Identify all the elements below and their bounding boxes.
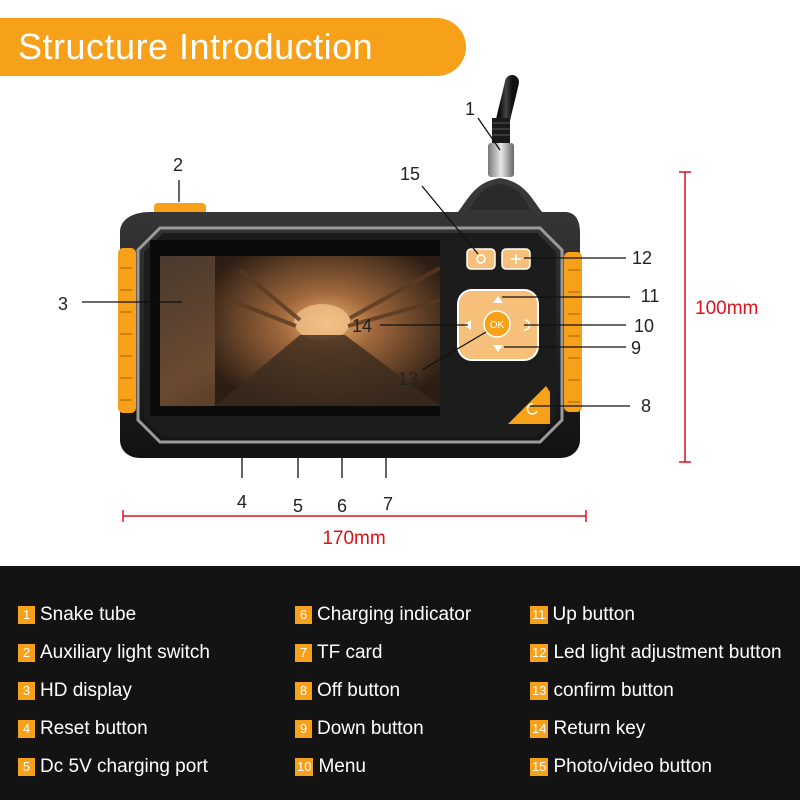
- legend-badge: 12: [530, 644, 549, 662]
- legend-column-1: 1 Snake tube 2 Auxiliary light switch 3 HD …: [18, 596, 210, 786]
- legend-label: Return key: [553, 718, 646, 739]
- legend-item: 7 TF card: [295, 634, 471, 672]
- callout-6: 6: [337, 496, 347, 516]
- up-button-arrow[interactable]: [493, 296, 503, 303]
- legend-label: Off button: [317, 680, 401, 701]
- legend-badge: 8: [295, 682, 312, 700]
- callout-15: 15: [400, 164, 420, 184]
- callout-12: 12: [632, 248, 652, 268]
- legend-item: 3 HD display: [18, 672, 210, 710]
- legend-item: 9 Down button: [295, 710, 471, 748]
- legend-badge: 4: [18, 720, 35, 738]
- callout-9: 9: [631, 338, 641, 358]
- callout-4: 4: [237, 492, 247, 512]
- legend-badge: 1: [18, 606, 35, 624]
- legend-badge: 6: [295, 606, 312, 624]
- callout-5: 5: [293, 496, 303, 516]
- down-button-arrow[interactable]: [493, 345, 503, 352]
- ok-button[interactable]: [483, 310, 511, 338]
- callout-2: 2: [173, 155, 183, 175]
- camera-icon: [476, 254, 486, 264]
- legend-column-2: 6 Charging indicator 7 TF card 8 Off button…: [295, 596, 471, 786]
- legend-label: Led light adjustment button: [553, 642, 782, 663]
- legend-label: Menu: [318, 756, 366, 777]
- callout-14: 14: [352, 316, 372, 336]
- legend-badge: 14: [530, 720, 549, 738]
- legend-item: 8 Off button: [295, 672, 471, 710]
- legend-label: Reset button: [40, 718, 148, 739]
- legend-badge: 10: [295, 758, 314, 776]
- legend-label: Dc 5V charging port: [40, 756, 208, 777]
- legend-badge: 2: [18, 644, 35, 662]
- width-dimension: [122, 510, 587, 522]
- legend-label: Auxiliary light switch: [40, 642, 210, 663]
- legend-badge: 15: [530, 758, 549, 776]
- legend-badge: 5: [18, 758, 35, 776]
- legend-label: Photo/video button: [553, 756, 712, 777]
- height-label: 100mm: [695, 298, 758, 319]
- callout-10: 10: [634, 316, 654, 336]
- photo-video-button[interactable]: [466, 248, 496, 270]
- callout-8: 8: [641, 396, 651, 416]
- control-panel: OK: [457, 248, 550, 424]
- legend-label: confirm button: [553, 680, 674, 701]
- legend-label: Charging indicator: [317, 604, 472, 625]
- leader-lines: [82, 117, 630, 407]
- snake-tube: [488, 75, 519, 177]
- legend-item: 5 Dc 5V charging port: [18, 748, 210, 786]
- legend-panel: 1 Snake tube 2 Auxiliary light switch 3 HD …: [0, 566, 800, 800]
- device-diagram: OK 1 2 3 4 5 6 7 8 9 10 11 12 13 14 15: [58, 75, 758, 549]
- legend-item: 4 Reset button: [18, 710, 210, 748]
- callout-3: 3: [58, 294, 68, 314]
- callout-1: 1: [465, 99, 475, 119]
- callout-7: 7: [383, 494, 393, 514]
- light-icon: [511, 254, 521, 264]
- port-ticks: [241, 458, 387, 478]
- callout-11: 11: [641, 286, 660, 306]
- hd-display: [150, 240, 441, 416]
- power-icon: [526, 403, 538, 415]
- legend-label: HD display: [40, 680, 132, 701]
- page-title: Structure Introduction: [18, 26, 374, 67]
- legend-badge: 11: [530, 606, 548, 624]
- legend-item: 2 Auxiliary light switch: [18, 634, 210, 672]
- legend-item: 6 Charging indicator: [295, 596, 471, 634]
- width-label: 170mm: [322, 528, 385, 549]
- title-banner: Structure Introduction: [0, 18, 466, 76]
- legend-badge: 9: [295, 720, 312, 738]
- callout-13: 13: [398, 369, 418, 389]
- legend-label: Down button: [317, 718, 424, 739]
- legend-badge: 13: [530, 682, 549, 700]
- legend-badge: 3: [18, 682, 35, 700]
- ok-button-label: OK: [490, 320, 505, 331]
- legend-label: Snake tube: [40, 604, 137, 625]
- legend-label: Up button: [552, 604, 635, 625]
- legend-label: TF card: [317, 642, 383, 663]
- legend-badge: 7: [295, 644, 312, 662]
- legend-item: 1 Snake tube: [18, 596, 210, 634]
- height-dimension: [679, 171, 691, 463]
